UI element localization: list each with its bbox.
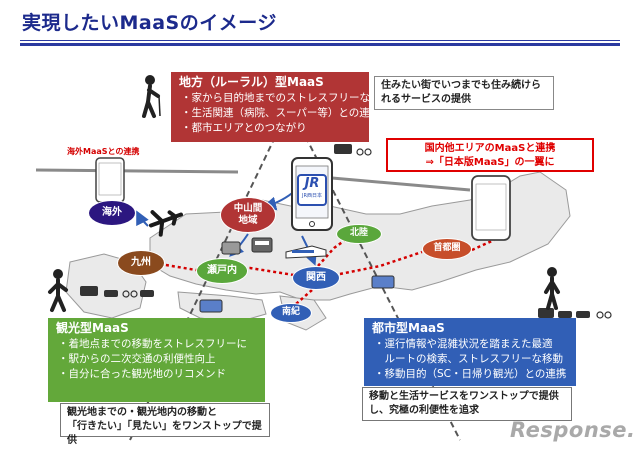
car-icon [558, 311, 572, 318]
car-icon [104, 290, 118, 297]
jr-logo-sub: JR西日本 [302, 193, 322, 199]
tourism-maas-item: ・駅からの二次交通の利便性向上 [58, 353, 216, 365]
elderly-person-icon [142, 75, 161, 118]
note-domestic-link-line1: 国内他エリアのMaaSと連携 [424, 143, 556, 154]
train-icon [199, 299, 223, 313]
jr-logo-mark: JR [304, 176, 320, 191]
rural-maas-item: ・生活関連（病院、スーパー等）との連携 [181, 107, 381, 119]
title-rule-thin [20, 40, 620, 41]
jr-logo: JR JR西日本 [297, 174, 327, 206]
rural-maas-item: ・家から目的地までのストレスフリーな移動 [181, 92, 391, 104]
response-logo: Response. [510, 418, 636, 442]
note-domestic-link-line2: ⇒「日本版MaaS」の一翼に [425, 157, 555, 168]
note-tourism-onestop: 観光地までの・観光地内の移動と 「行きたい」「見たい」をワンストップで提供 [60, 403, 270, 446]
overseas-link-line [35, 168, 239, 174]
rural-maas-heading: 地方（ルーラル）型MaaS [179, 75, 324, 89]
region-bubble-chusankan: 中山間 地域 [220, 197, 276, 233]
note-urban-onestop-line1: 移動と生活サービスをワンストップで提供 [369, 391, 559, 402]
bus-icon [538, 308, 554, 318]
bus-icon [334, 144, 352, 154]
rail-kansai-shutoken [339, 250, 423, 276]
train-icon [371, 275, 395, 289]
rural-maas-panel: 地方（ルーラル）型MaaS ・家から目的地までのストレスフリーな移動 ・生活関連… [171, 72, 391, 142]
smartphone-icon [471, 175, 511, 241]
region-bubble-nanki: 南紀 [270, 303, 312, 323]
rail-kansai-hokuriku [317, 236, 349, 267]
note-urban-onestop: 移動と生活サービスをワンストップで提供 し、究極の利便性を追求 [362, 387, 572, 421]
shinkansen-icon [285, 245, 327, 259]
rail-kyushu-kansai [159, 262, 301, 278]
urban-maas-item: ルートの検索、ストレスフリーな移動 [374, 353, 563, 365]
note-tourism-onestop-line2: 「行きたい」「見たい」をワンストップで提供 [67, 421, 262, 446]
note-domestic-link: 国内他エリアのMaaSと連携 ⇒「日本版MaaS」の一翼に [386, 138, 594, 172]
region-bubble-chusankan-line2: 地域 [238, 215, 258, 226]
tourism-maas-panel: 観光型MaaS ・着地点までの移動をストレスフリーに ・駅からの二次交通の利便性… [48, 318, 265, 402]
tourism-maas-item: ・着地点までの移動をストレスフリーに [58, 338, 247, 350]
person-walking-icon [48, 269, 68, 312]
note-urban-onestop-line2: し、究極の利便性を追求 [369, 405, 479, 416]
bicycle-icon [122, 290, 138, 298]
region-bubble-setouchi: 瀬戸内 [196, 258, 248, 284]
train-icon [221, 241, 241, 255]
region-bubble-chusankan-line1: 中山間 [233, 203, 263, 215]
region-bubble-kansai: 関西 [292, 266, 340, 290]
bicycle-icon [356, 148, 372, 156]
urban-maas-panel: 都市型MaaS ・運行情報や混雑状況を踏まえた最適 ルートの検索、ストレスフリー… [364, 318, 576, 386]
urban-maas-heading: 都市型MaaS [372, 321, 445, 335]
person-standing-icon [544, 267, 560, 310]
region-bubble-kaigai: 海外 [88, 200, 136, 226]
rail-shutoken-east [471, 238, 495, 252]
region-bubble-hokuriku: 北陸 [336, 224, 382, 244]
urban-maas-item: ・運行情報や混雑状況を踏まえた最適 [374, 338, 553, 350]
bicycle-icon [596, 311, 612, 319]
taxi-icon [576, 311, 590, 318]
train-icon [251, 237, 273, 253]
note-live-forever-line1: 住みたい街でいつまでも住み続けら [381, 80, 541, 91]
tourism-maas-item: ・自分に合った観光地のリコメンド [58, 368, 226, 380]
note-live-forever-line2: れるサービスの提供 [381, 94, 471, 105]
urban-maas-item: ・移動目的（SC・日帰り観光）との連携 [374, 368, 567, 380]
page-title: 実現したいMaaSのイメージ [22, 12, 277, 34]
title-rule-thick [20, 43, 620, 46]
region-bubble-kyushu: 九州 [117, 250, 165, 276]
tourism-maas-heading: 観光型MaaS [56, 321, 129, 335]
smartphone-icon [95, 157, 125, 203]
arrow-to-kaigai [136, 210, 149, 227]
taxi-icon [140, 290, 154, 297]
bus-icon [80, 286, 98, 296]
overseas-maas-label: 海外MaaSとの連携 [67, 147, 140, 156]
region-bubble-shutoken: 首都圏 [422, 238, 472, 260]
rural-maas-item: ・都市エリアとのつながり [181, 122, 307, 134]
domestic-link-line [331, 176, 471, 192]
note-tourism-onestop-line1: 観光地までの・観光地内の移動と [67, 407, 217, 418]
note-live-forever: 住みたい街でいつまでも住み続けら れるサービスの提供 [374, 76, 554, 110]
airplane-icon [148, 210, 184, 237]
